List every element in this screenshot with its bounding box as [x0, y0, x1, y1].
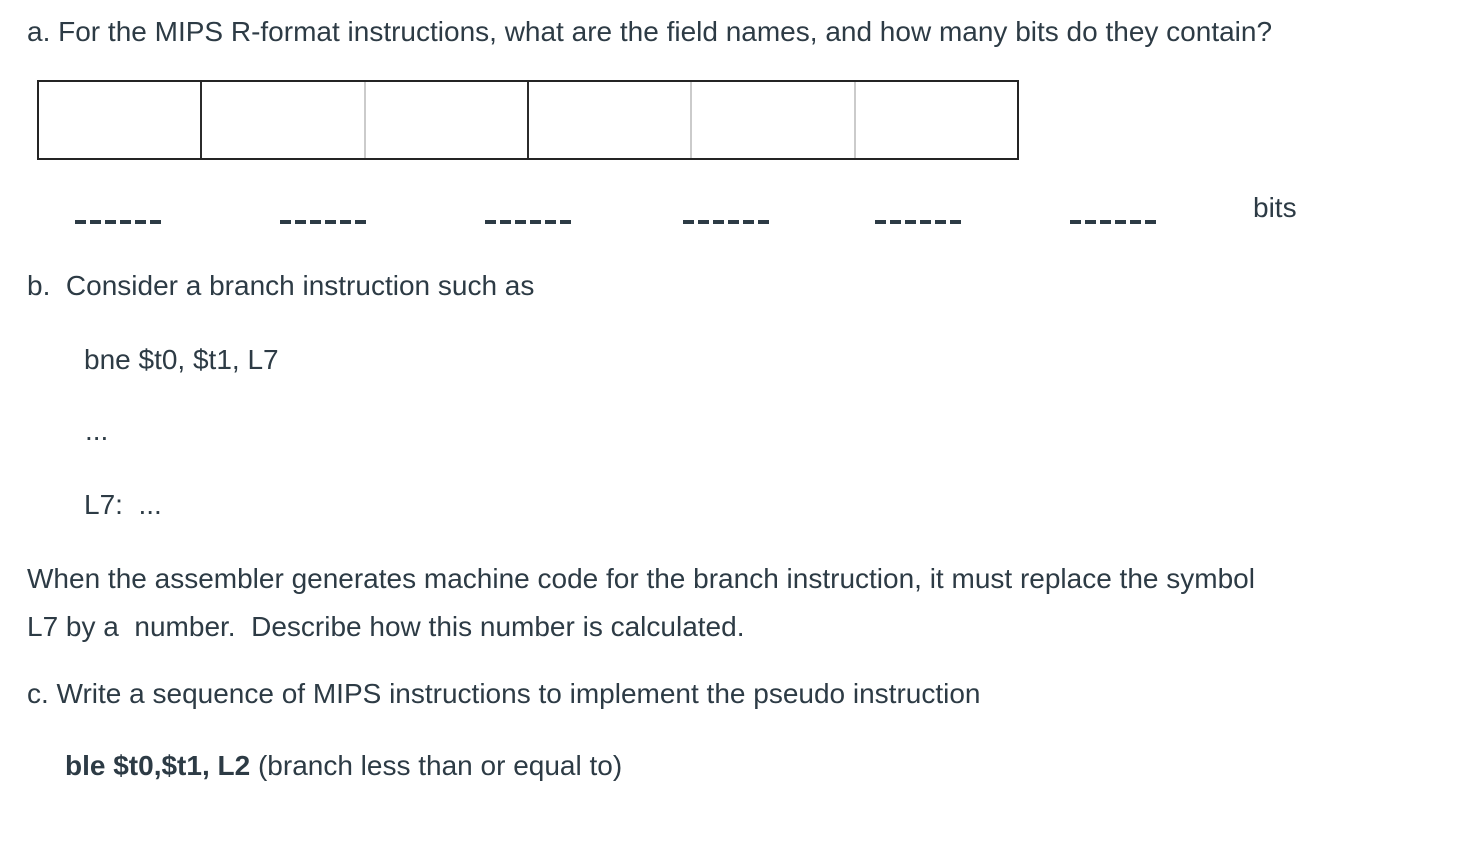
- answer-blank-4: [683, 220, 769, 224]
- l7-label-line: L7: ...: [84, 489, 162, 520]
- answer-blank-2: [280, 220, 366, 224]
- answer-blank-3: [485, 220, 571, 224]
- field-cell-2: [202, 82, 366, 158]
- question-b-paragraph: When the assembler generates machine cod…: [27, 563, 1255, 642]
- ble-code-line: ble $t0,$t1, L2 (branch less than or equ…: [65, 747, 1444, 785]
- ellipsis-line: ...: [85, 415, 109, 446]
- question-a-prompt: a. For the MIPS R-format instructions, w…: [27, 16, 1273, 47]
- bits-unit-label: bits: [1253, 192, 1297, 223]
- ble-code-note: (branch less than or equal to): [250, 750, 623, 781]
- question-c-prompt: c. Write a sequence of MIPS instructions…: [27, 678, 981, 709]
- answer-blank-5: [875, 220, 961, 224]
- field-cell-6: [856, 82, 1017, 158]
- answer-blank-1: [75, 220, 161, 224]
- field-cell-4: [529, 82, 693, 158]
- field-cell-3: [366, 82, 529, 158]
- field-cell-1: [39, 82, 203, 158]
- bne-code-line: bne $t0, $t1, L7: [84, 344, 279, 375]
- instruction-field-table: [37, 80, 1019, 160]
- field-cell-5: [692, 82, 856, 158]
- answer-blank-6: [1070, 220, 1156, 224]
- ble-code-bold: ble $t0,$t1, L2: [65, 750, 251, 781]
- question-b-prompt: b. Consider a branch instruction such as: [27, 270, 535, 301]
- answer-blanks-row: bits: [27, 189, 1444, 231]
